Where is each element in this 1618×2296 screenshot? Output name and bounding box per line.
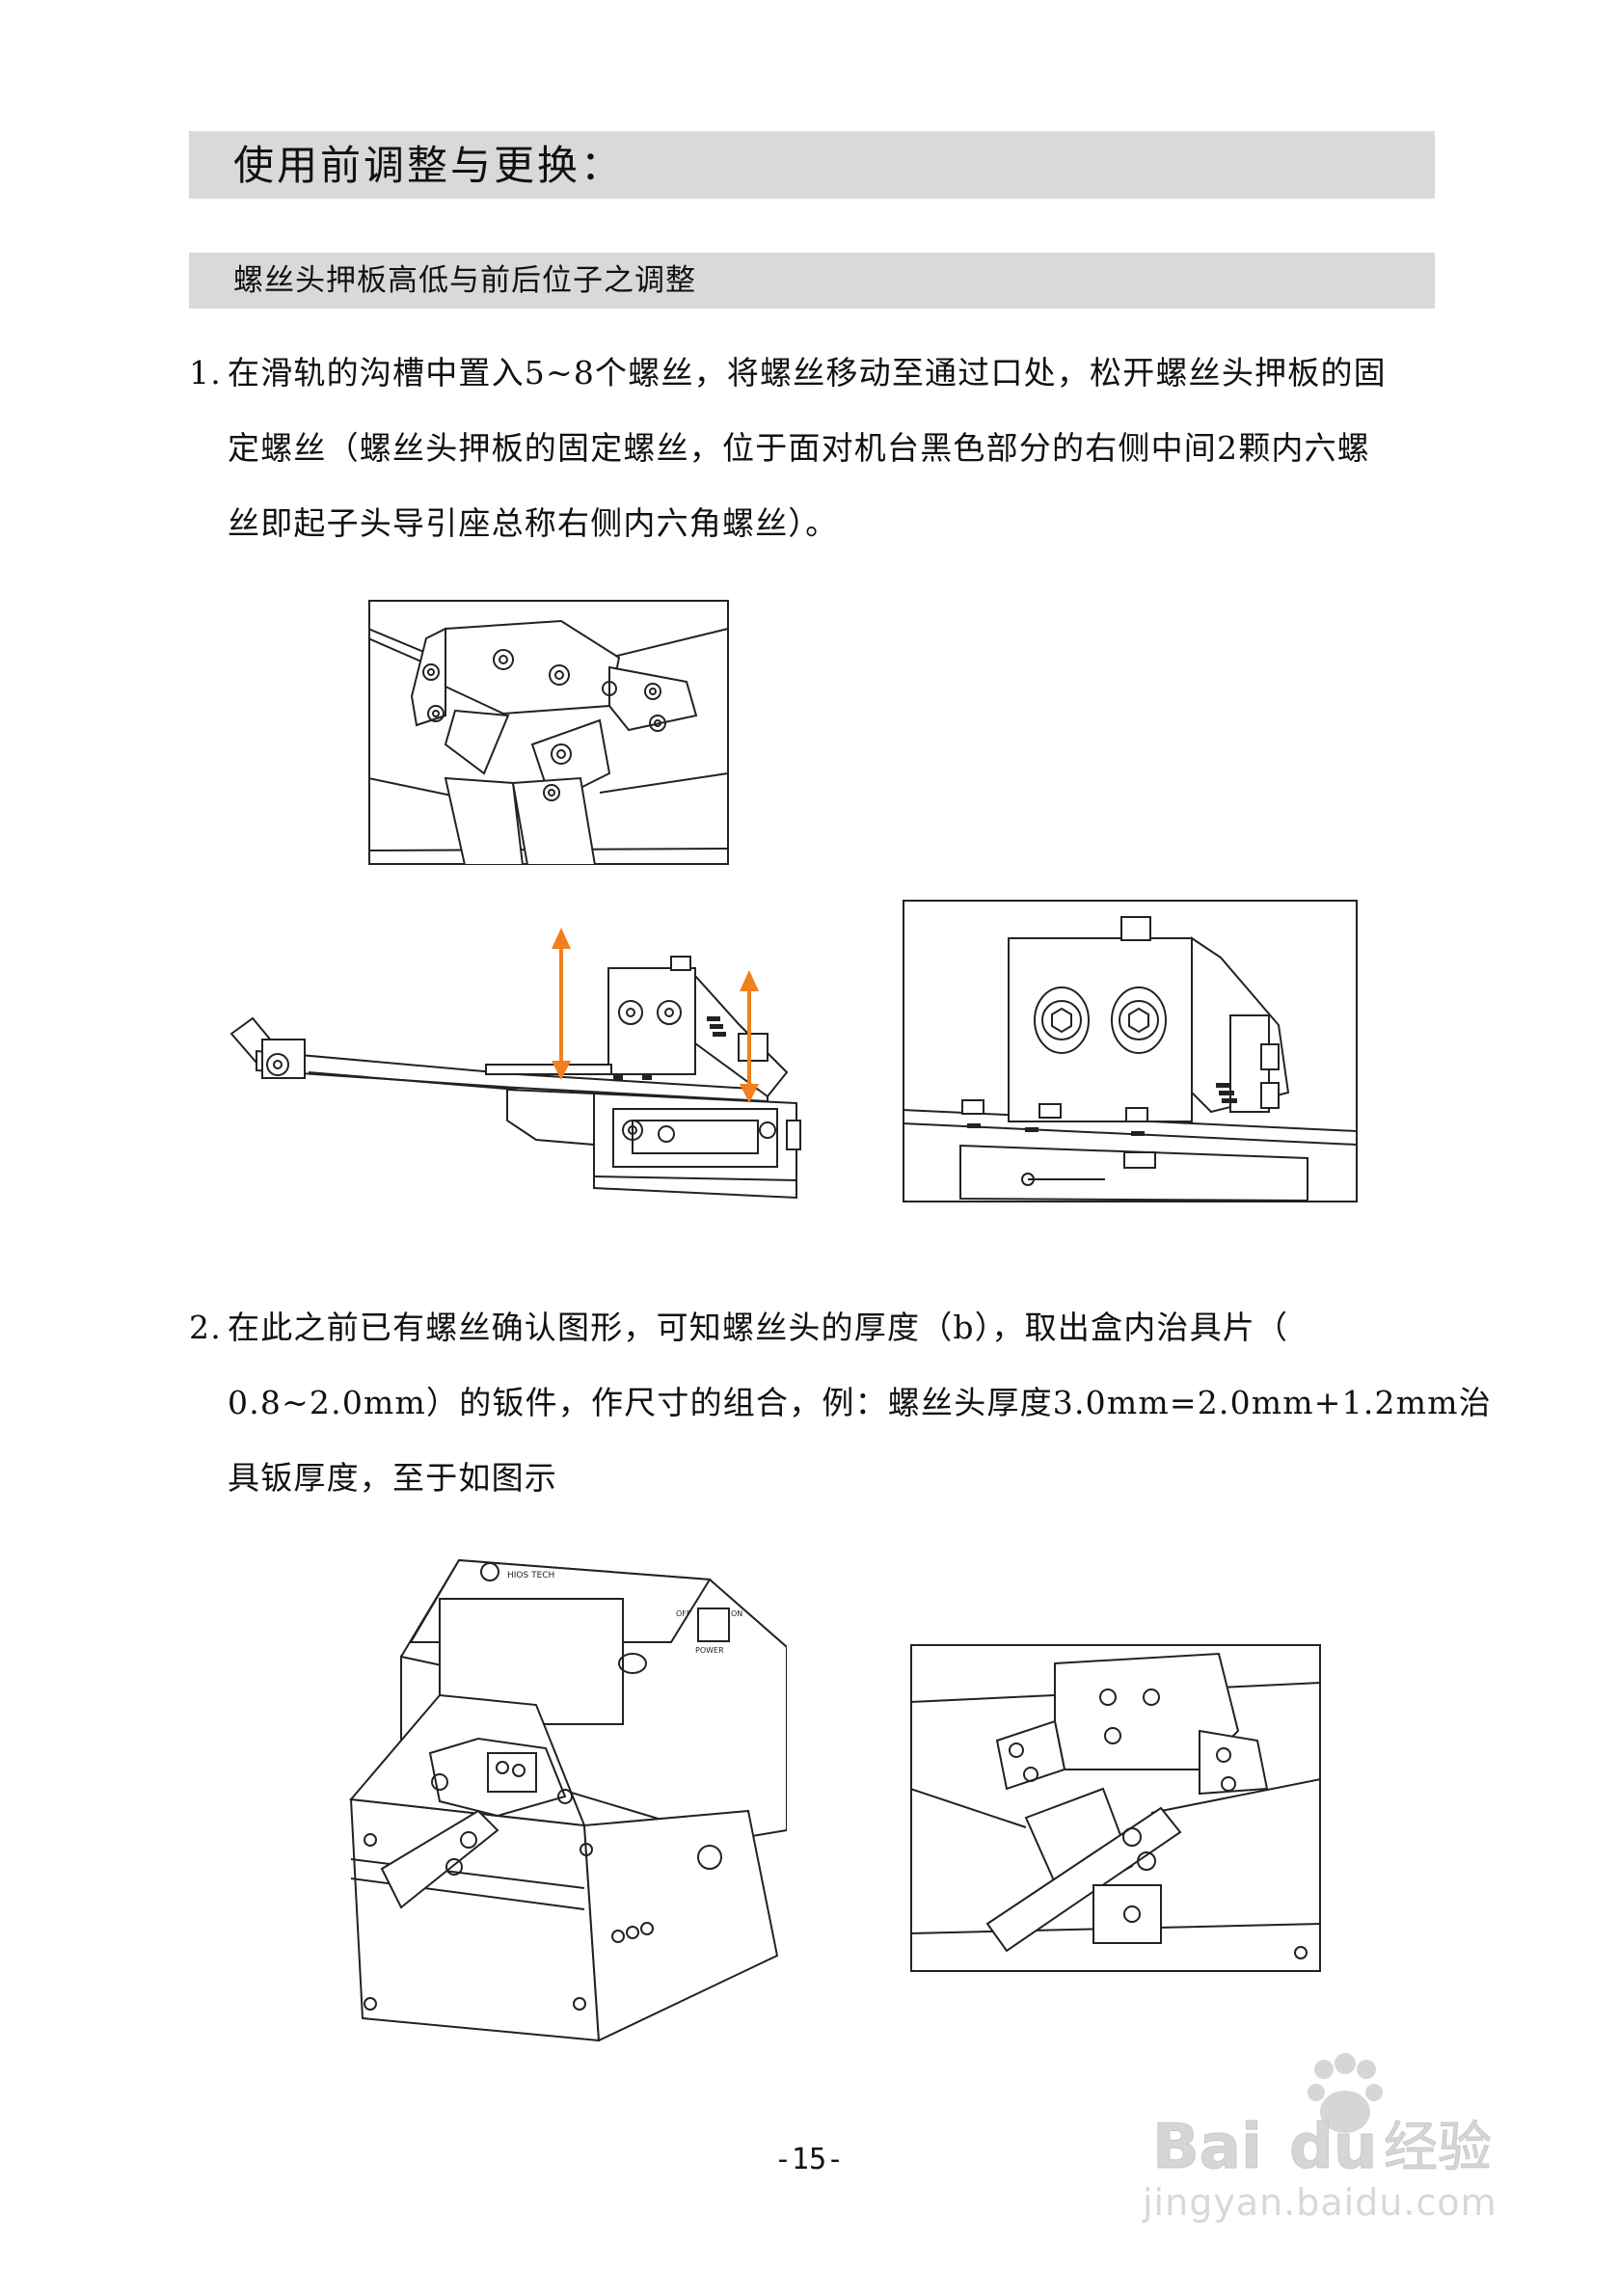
step-1-paragraph: 1.在滑轨的沟槽中置入5~8个螺丝，将螺丝移动至通过口处，松开螺丝头押板的固 定… — [189, 336, 1443, 561]
step-1-line-1: 1.在滑轨的沟槽中置入5~8个螺丝，将螺丝移动至通过口处，松开螺丝头押板的固 — [189, 336, 1443, 411]
step-2-line-1: 2.在此之前已有螺丝确认图形，可知螺丝头的厚度（b），取出盒内治具片（ — [189, 1290, 1443, 1365]
machine-switch-on-label: ON — [731, 1609, 742, 1618]
figure-screw-feeder-machine: HIOS TECH OFF ON POWER — [349, 1558, 787, 2042]
step-2-line-3: 具钣厚度，至于如图示 — [228, 1459, 557, 1497]
machine-power-label: POWER — [695, 1646, 724, 1655]
section-heading-bar: 螺丝头押板高低与前后位子之调整 — [189, 253, 1435, 309]
figure-hex-screw-closeup — [903, 900, 1358, 1202]
step-1-line-3: 丝即起子头导引座总称右侧内六角螺丝）。 — [228, 504, 839, 542]
step-2-line-2: 0.8~2.0mm）的钣件，作尺寸的组合，例：螺丝头厚度3.0mm=2.0mm+… — [228, 1384, 1492, 1421]
step-1-number: 1. — [189, 354, 222, 392]
machine-brand-label: HIOS TECH — [507, 1571, 554, 1580]
watermark-brand: Bai — [1152, 2112, 1262, 2183]
arrow-left-vertical — [552, 928, 571, 1080]
machine-switch-off-label: OFF — [676, 1609, 691, 1618]
step-2-number: 2. — [189, 1309, 222, 1346]
page-number: -15- — [773, 2143, 845, 2176]
figure-pressure-plate-closeup — [368, 600, 729, 865]
chapter-title: 使用前调整与更换： — [233, 142, 625, 189]
section-title: 螺丝头押板高低与前后位子之调整 — [233, 263, 696, 298]
arrow-right-vertical — [740, 970, 759, 1103]
watermark-url: jingyan.baidu.com — [1143, 2181, 1497, 2224]
watermark-brand-2: du — [1289, 2112, 1377, 2183]
baidu-jingyan-watermark: Bai du 经验 — [1152, 2053, 1493, 2184]
figure-side-view-adjustment — [229, 928, 801, 1200]
watermark-product: 经验 — [1384, 2117, 1492, 2179]
step-2-paragraph: 2.在此之前已有螺丝确认图形，可知螺丝头的厚度（b），取出盒内治具片（ 0.8~… — [189, 1290, 1492, 1516]
step-1-line-2: 定螺丝（螺丝头押板的固定螺丝，位于面对机台黑色部分的右侧中间2颗内六螺 — [228, 429, 1370, 467]
figure-jig-plate-closeup — [910, 1644, 1321, 1972]
chapter-heading-bar: 使用前调整与更换： — [189, 131, 1435, 199]
